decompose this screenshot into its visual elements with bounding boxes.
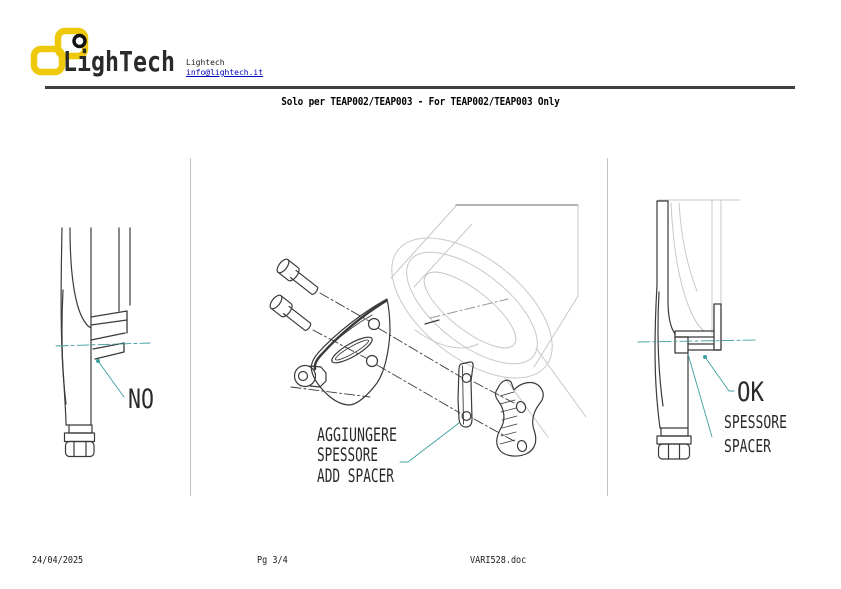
fork-end-outline: [60, 227, 131, 426]
page-title: Solo per TEAP002/TEAP003 - For TEAP002/T…: [281, 95, 560, 108]
swingarm-ghost-right: [657, 199, 741, 335]
fork-end-outline-right: [654, 200, 689, 429]
lightech-logo: LighTech: [30, 27, 175, 78]
label-no: NO: [128, 384, 154, 415]
drawing-ok-view: OK SPESSORE SPACER: [637, 199, 787, 460]
socket-screw-1: [276, 258, 319, 295]
logo-mark-icon: [30, 27, 89, 76]
logo-brand-text: LighTech: [63, 45, 175, 78]
axle-nut-right: [656, 427, 692, 460]
chain-guide-hook-right: [674, 303, 722, 351]
footer-page-number: Pg 3/4: [257, 555, 288, 566]
swingarm-ghost: [390, 204, 587, 438]
assembly-axis-lines: [290, 292, 515, 442]
axle-nut: [63, 424, 96, 458]
company-name: Lightech: [186, 58, 225, 67]
spacer-installed: [674, 336, 689, 354]
leader-lines-ok: [637, 339, 758, 438]
adjuster-bolt: [293, 364, 327, 388]
footer-date: 24/04/2025: [32, 555, 84, 566]
adjuster-plate: [310, 298, 440, 406]
spacer-part: [457, 361, 474, 428]
panel-divider-left: [190, 158, 191, 496]
label-add-spacer: ADD SPACER: [317, 465, 394, 487]
label-ok: OK: [737, 377, 765, 408]
label-spessore-right: SPESSORE: [724, 412, 787, 433]
header-divider: [45, 86, 795, 89]
footer-filename: VARI528.doc: [470, 555, 527, 566]
chain-guard-part: [494, 379, 544, 457]
email-link[interactable]: info@lightech.it: [186, 68, 264, 77]
panel-divider-right: [607, 158, 608, 496]
drawing-exploded-view: AGGIUNGERE SPESSORE ADD SPACER: [269, 204, 587, 487]
leader-line-add-spacer: [399, 422, 460, 463]
leader-lines-no: [55, 342, 151, 398]
label-spacer-right: SPACER: [724, 436, 771, 457]
socket-screw-2: [269, 294, 312, 331]
chain-guide-hook: [90, 310, 128, 360]
label-spessore-mid: SPESSORE: [317, 444, 378, 466]
label-aggiungere: AGGIUNGERE: [317, 424, 397, 446]
drawing-no-view: NO: [55, 227, 154, 458]
